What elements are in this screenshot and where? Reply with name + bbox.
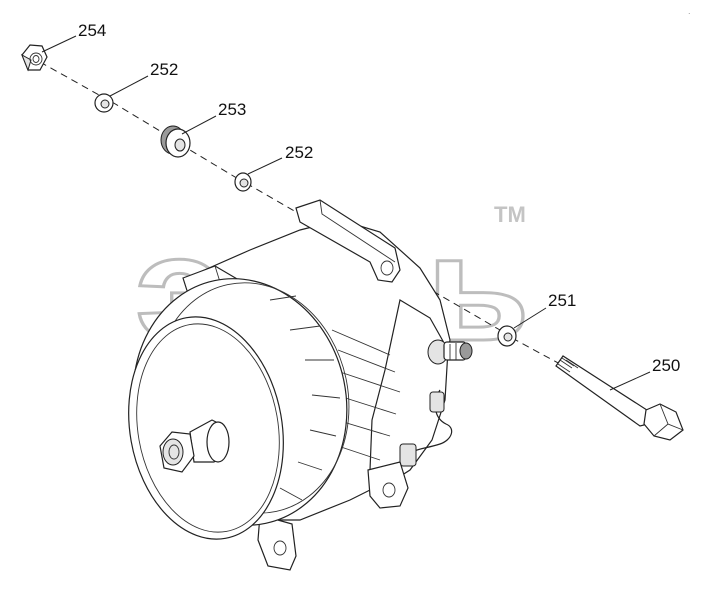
callout-labels: 254 252 253 252 251 250: [78, 21, 680, 375]
callout-252-top: 252: [150, 60, 178, 79]
callout-251: 251: [548, 291, 576, 310]
bolt-axis-line: [39, 61, 561, 365]
washer-252-top: [94, 93, 114, 113]
callout-250: 250: [652, 356, 680, 375]
terminal-stud: [427, 339, 473, 365]
hex-nut-254: [21, 44, 48, 72]
connector-lower: [399, 443, 417, 467]
callout-253: 253: [218, 100, 246, 119]
alternator: [128, 199, 473, 571]
leader-lines: [41, 35, 651, 391]
washer-251: [497, 325, 517, 347]
spacer-253: [160, 125, 191, 158]
callout-254: 254: [78, 21, 106, 40]
connector-upper: [429, 391, 445, 413]
corner-mark: .: [688, 6, 691, 16]
watermark-trademark: TM: [494, 202, 526, 227]
callout-252-mid: 252: [285, 143, 313, 162]
washer-252-mid: [234, 172, 252, 192]
pulley-shaft: [159, 419, 230, 473]
hex-bolt-250: [555, 355, 684, 441]
